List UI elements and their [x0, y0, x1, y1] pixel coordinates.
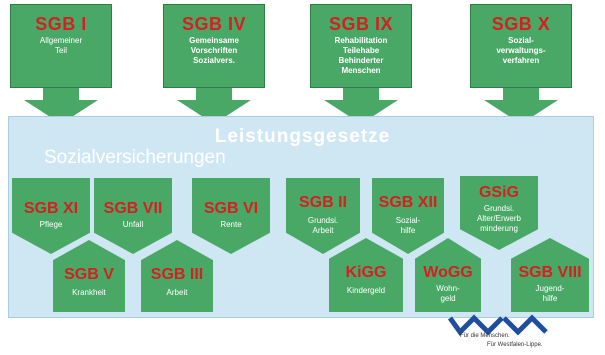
sgb-10-desc: Sozial-verwaltungs-verfahren	[496, 36, 546, 65]
sgb-2-code: SGB II	[298, 194, 347, 211]
sgb-8-code: SGB VIII	[518, 264, 582, 281]
lwl-logo-icon	[448, 314, 548, 336]
sgb-10-arrow: SGB X Sozial-verwaltungs-verfahren	[470, 4, 572, 124]
sgb-2-shape: SGB II Grundsi.Arbeit	[286, 178, 360, 254]
gsig-code: GSiG	[478, 184, 519, 201]
sgb-3-shape: SGB III Arbeit	[141, 240, 213, 312]
panel-subheading: Sozialversicherungen	[44, 147, 226, 168]
panel-heading: Leistungsgesetze	[214, 126, 391, 147]
wogg-desc: Wohn-geld	[436, 284, 460, 303]
sgb-10-code: SGB X	[491, 14, 551, 34]
sgb-6-shape: SGB VI Rente	[192, 178, 270, 254]
sgb-8-shape: SGB VIII Jugend-hilfe	[511, 238, 589, 312]
sgb-4-code: SGB IV	[181, 14, 246, 34]
sgb-8-desc: Jugend-hilfe	[535, 284, 565, 303]
sgb-6-desc: Rente	[220, 220, 242, 229]
kigg-code: KiGG	[345, 264, 387, 281]
sgb-11-shape: SGB XI Pflege	[12, 178, 90, 254]
sgb-12-code: SGB XII	[378, 194, 438, 211]
sgb-1-code: SGB I	[35, 14, 87, 34]
kigg-desc: Kindergeld	[346, 286, 386, 295]
sgb-5-shape: SGB V Krankheit	[53, 240, 125, 312]
logo-tagline-1: Für die Menschen.	[460, 333, 510, 339]
sgb-5-code: SGB V	[64, 266, 114, 283]
sgb-7-code: SGB VII	[103, 200, 163, 217]
sgb-2-desc: Grundsi.Arbeit	[307, 216, 339, 235]
sgb-9-code: SGB IX	[328, 14, 393, 34]
sgb-3-code: SGB III	[150, 266, 204, 283]
wogg-code: WoGG	[423, 264, 473, 281]
sgb-5-desc: Krankheit	[72, 288, 106, 297]
logo-tagline-2: Für Westfalen-Lippe.	[487, 342, 543, 348]
sgb-7-desc: Unfall	[122, 220, 144, 229]
sgb-6-code: SGB VI	[203, 200, 259, 217]
sgb-3-desc: Arbeit	[166, 288, 188, 297]
sgb-12-shape: SGB XII Sozial-hilfe	[372, 178, 444, 254]
sgb-12-desc: Sozial-hilfe	[395, 216, 421, 235]
kigg-shape: KiGG Kindergeld	[329, 238, 403, 312]
sgb-7-shape: SGB VII Unfall	[94, 178, 172, 254]
sgb-11-desc: Pflege	[39, 220, 63, 229]
sgb-11-code: SGB XI	[23, 200, 79, 217]
wogg-shape: WoGG Wohn-geld	[415, 238, 481, 312]
